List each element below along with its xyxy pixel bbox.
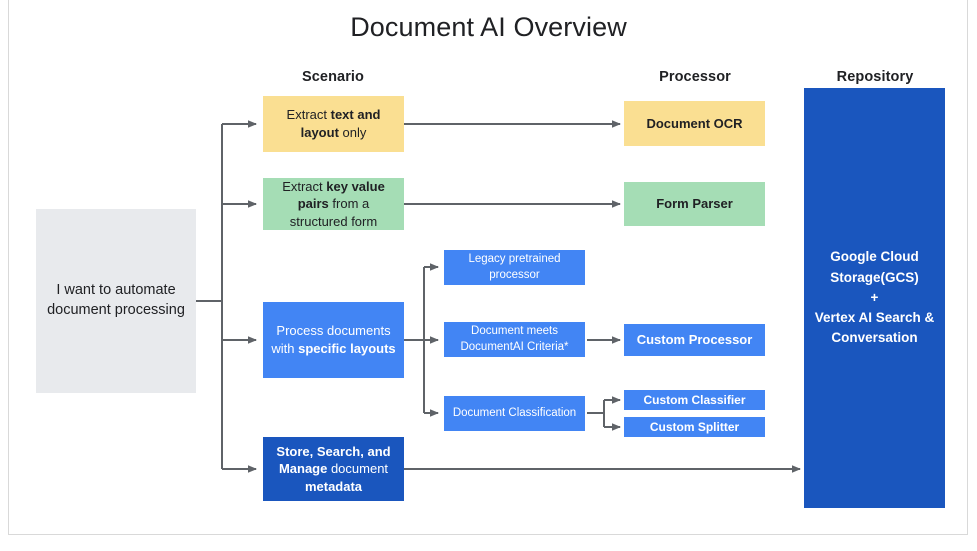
scenario-extract-text-layout[interactable]: Extract text and layout only xyxy=(263,96,404,152)
processor-custom-classifier-label: Custom Classifier xyxy=(643,392,746,407)
node-document-meets-criteria-label: Document meets DocumentAI Criteria* xyxy=(460,324,569,353)
processor-form-parser-label: Form Parser xyxy=(656,196,733,212)
repository-line-4: Vertex AI Search & xyxy=(814,310,935,326)
repository-line-5: Conversation xyxy=(831,330,918,346)
processor-custom-processor[interactable]: Custom Processor xyxy=(624,324,765,356)
column-header-processor: Processor xyxy=(659,69,731,85)
processor-custom-splitter-label: Custom Splitter xyxy=(649,419,740,434)
node-document-classification-label: Document Classification xyxy=(452,406,577,419)
entry-box[interactable]: I want to automate document processing xyxy=(36,209,196,393)
processor-document-ocr[interactable]: Document OCR xyxy=(624,101,765,146)
processor-form-parser[interactable]: Form Parser xyxy=(624,182,765,226)
repository-line-2: Storage(GCS) xyxy=(830,269,919,285)
scenario-store-search-manage-label: Store, Search, and Manage document metad… xyxy=(276,443,391,494)
repository-box-label: Google Cloud Storage(GCS) + Vertex AI Se… xyxy=(815,247,935,348)
node-legacy-pretrained-processor[interactable]: Legacy pretrained processor xyxy=(444,250,585,285)
column-header-repository: Repository xyxy=(836,69,914,85)
entry-box-label: I want to automate document processing xyxy=(47,282,185,318)
node-legacy-pretrained-processor-label: Legacy pretrained processor xyxy=(468,252,561,281)
repository-box[interactable]: Google Cloud Storage(GCS) + Vertex AI Se… xyxy=(804,88,945,508)
scenario-extract-text-layout-label: Extract text and layout only xyxy=(286,107,381,140)
processor-custom-classifier[interactable]: Custom Classifier xyxy=(624,390,765,410)
scenario-specific-layouts[interactable]: Process documents with specific layouts xyxy=(263,302,404,378)
processor-custom-splitter[interactable]: Custom Splitter xyxy=(624,417,765,437)
page-title: Document AI Overview xyxy=(350,12,627,42)
column-header-scenario: Scenario xyxy=(301,69,365,85)
processor-custom-processor-label: Custom Processor xyxy=(636,332,753,348)
repository-line-3: + xyxy=(870,289,879,305)
node-document-meets-criteria[interactable]: Document meets DocumentAI Criteria* xyxy=(444,322,585,357)
processor-document-ocr-label: Document OCR xyxy=(646,115,743,131)
node-document-classification[interactable]: Document Classification xyxy=(444,396,585,431)
scenario-extract-key-value-pairs[interactable]: Extract key value pairs from a structure… xyxy=(263,178,404,230)
repository-line-1: Google Cloud xyxy=(830,249,919,265)
scenario-extract-key-value-pairs-label: Extract key value pairs from a structure… xyxy=(282,178,385,229)
scenario-store-search-manage[interactable]: Store, Search, and Manage document metad… xyxy=(263,437,404,501)
scenario-specific-layouts-label: Process documents with specific layouts xyxy=(271,323,396,356)
